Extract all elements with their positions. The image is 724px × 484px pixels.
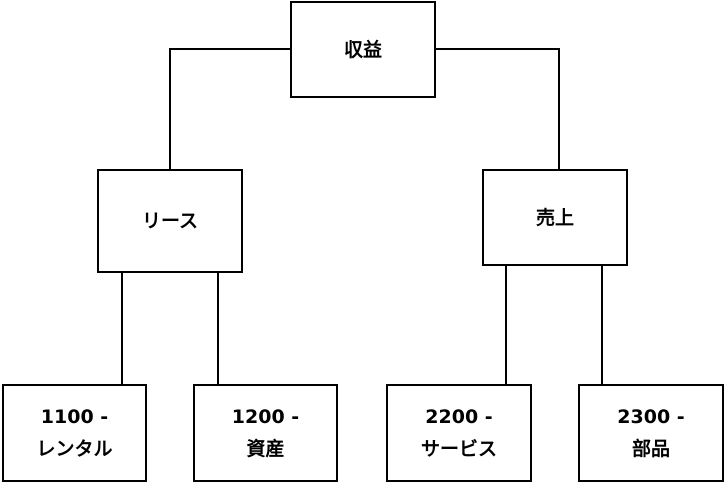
node-revenue-label: 収益 <box>343 38 382 61</box>
node-account-2200-label: 2200 - サービス <box>420 406 497 460</box>
node-account-2300: 2300 - 部品 <box>578 384 724 482</box>
connector-root-to-lease <box>169 48 290 169</box>
node-account-2300-label: 2300 - 部品 <box>617 406 685 460</box>
node-lease: リース <box>97 169 243 273</box>
node-account-2200: 2200 - サービス <box>386 384 532 482</box>
node-sales-label: 売上 <box>535 206 574 229</box>
node-account-1200: 1200 - 資産 <box>193 384 338 482</box>
connector-root-to-sales <box>436 48 560 169</box>
node-account-1100-label: 1100 - レンタル <box>36 406 113 460</box>
node-account-1100: 1100 - レンタル <box>2 384 147 482</box>
node-sales: 売上 <box>482 169 628 266</box>
node-account-1200-label: 1200 - 資産 <box>231 406 300 460</box>
node-lease-label: リース <box>141 210 199 232</box>
node-revenue: 収益 <box>290 1 436 98</box>
